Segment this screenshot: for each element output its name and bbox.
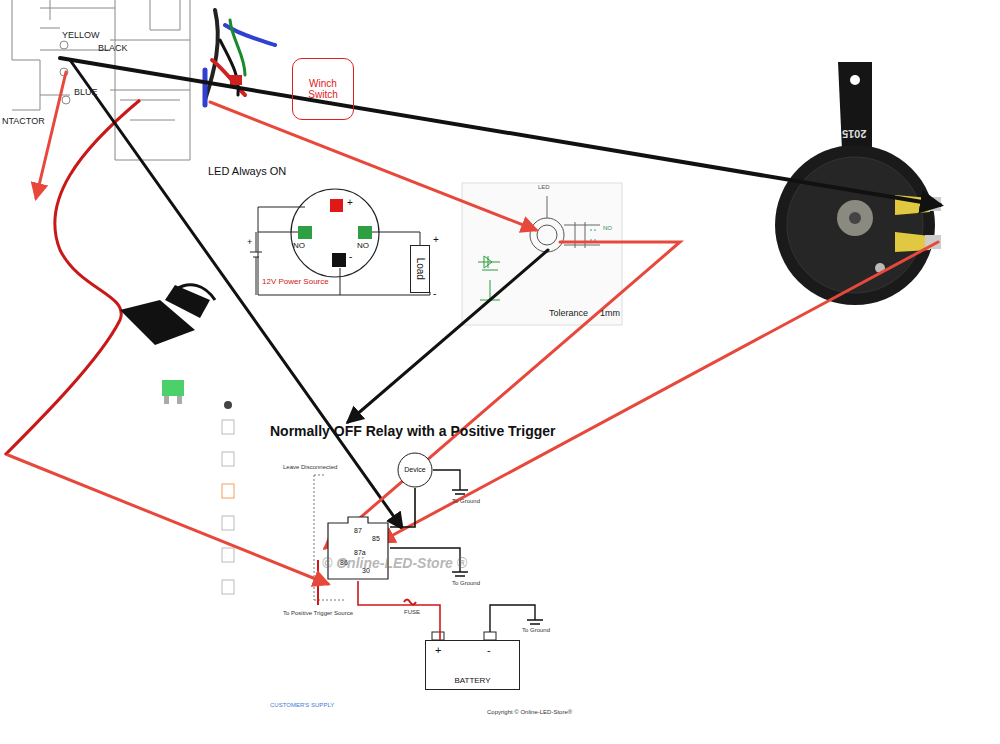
text-label: 1mm: [600, 309, 620, 319]
load-box: Load: [410, 245, 430, 293]
inline-fuse-holder: [5, 100, 215, 455]
node-text: Load: [414, 258, 426, 280]
annotation-arrows: [8, 58, 940, 584]
text-label: To Ground: [452, 498, 480, 505]
watermark: © Online-LED-Store ®: [322, 556, 467, 571]
text-label: -: [349, 251, 352, 262]
text-label: BLACK: [98, 44, 128, 54]
relay-outline: [326, 515, 390, 581]
text-label: Tolerance: [549, 309, 588, 319]
text-label: Leave Disconnected: [283, 464, 337, 471]
text-label: Normally OFF Relay with a Positive Trigg…: [270, 424, 556, 439]
relay-box: 878587a8630: [326, 515, 390, 581]
text-label: To Positive Trigger Source: [283, 610, 353, 617]
winch-switch-box: Winch Switch: [292, 58, 354, 120]
device-circle: Device: [397, 452, 433, 488]
text-label: NO: [293, 242, 305, 251]
text-label: NO: [357, 242, 369, 251]
node-text: Winch Switch: [296, 78, 350, 101]
text-label: 2015: [842, 128, 866, 140]
pin-number: 87: [354, 527, 362, 534]
wire-connector: [390, 488, 415, 527]
text-label: 12V Power Source: [262, 278, 329, 287]
node-text: BATTERY: [454, 676, 490, 685]
text-label: FUSE: [404, 609, 420, 616]
text-label: +: [433, 234, 439, 245]
text-label: LED Always ON: [208, 165, 286, 177]
text-label: NTACTOR: [2, 117, 45, 127]
wire-connector: [358, 581, 440, 640]
text-label: -: [487, 644, 491, 656]
text-label: -: [433, 288, 436, 299]
text-label: To Ground: [522, 627, 550, 634]
text-label: To Ground: [452, 580, 480, 587]
text-label: +: [435, 644, 441, 656]
pin-number: 85: [372, 535, 380, 542]
text-label: BLUE: [74, 88, 98, 98]
switch-pinout: [250, 189, 430, 295]
text-label: LED: [538, 184, 550, 191]
text-label: +: [347, 197, 353, 208]
text-label: NO: [603, 225, 612, 232]
text-label: YELLOW: [62, 31, 100, 41]
thumbnail-strip: [222, 401, 234, 594]
text-label: +: [247, 238, 252, 248]
pin-number: 87a: [354, 549, 366, 556]
text-label: CUSTOMER'S SUPPLY: [270, 702, 334, 709]
text-label: Copyright © Online-LED-Store®: [487, 709, 572, 716]
node-text: Device: [404, 466, 425, 474]
